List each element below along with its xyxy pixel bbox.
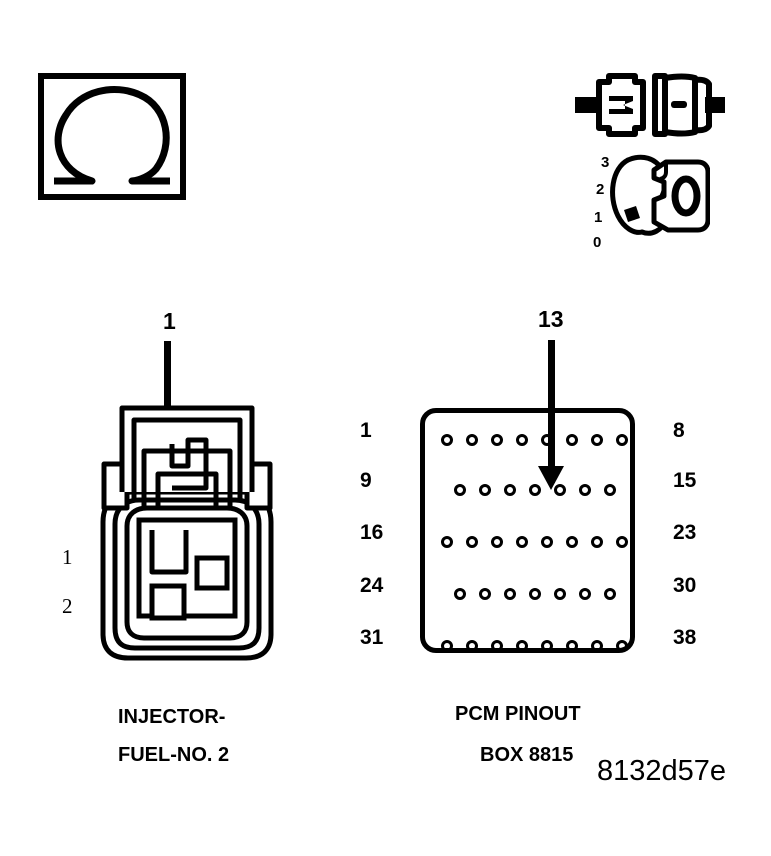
ohmmeter-symbol-box: [38, 73, 186, 200]
pcm-pin-21[interactable]: [566, 536, 578, 548]
pcm-pin-28[interactable]: [554, 588, 566, 600]
pcm-pin-5[interactable]: [541, 434, 553, 446]
pcm-row-label-right-15: 15: [673, 469, 697, 492]
pcm-pin-19[interactable]: [516, 536, 528, 548]
pcm-pin-12[interactable]: [529, 484, 541, 496]
pcm-pin-16[interactable]: [441, 536, 453, 548]
injector-arrow-label: 1: [163, 308, 176, 334]
pcm-pin-3[interactable]: [491, 434, 503, 446]
pcm-arrow-label: 13: [538, 306, 564, 332]
ignition-position-1: 1: [594, 209, 603, 226]
pcm-pin-2[interactable]: [466, 434, 478, 446]
pcm-pin-32[interactable]: [466, 640, 478, 652]
pcm-pin-14[interactable]: [579, 484, 591, 496]
pcm-caption-line1: PCM PINOUT: [455, 703, 581, 725]
ignition-position-0: 0: [593, 234, 602, 251]
ohm-icon: [54, 85, 170, 185]
pcm-pin-35[interactable]: [541, 640, 553, 652]
pcm-row-label-right-38: 38: [673, 626, 697, 649]
pcm-row-label-left-24: 24: [360, 574, 384, 597]
injector-pin-label-2: 2: [62, 594, 73, 618]
pcm-pin-6[interactable]: [566, 434, 578, 446]
pcm-pin-8[interactable]: [616, 434, 628, 446]
pcm-pin-31[interactable]: [441, 640, 453, 652]
pcm-pinout-box: [420, 408, 635, 653]
ignition-position-2: 2: [596, 181, 605, 198]
ignition-switch-icon: [598, 148, 711, 253]
pcm-pin-9[interactable]: [454, 484, 466, 496]
pcm-pin-37[interactable]: [591, 640, 603, 652]
pcm-row-label-left-31: 31: [360, 626, 384, 649]
pcm-pin-30[interactable]: [604, 588, 616, 600]
connector-disconnect-icon: [575, 68, 725, 145]
pcm-pin-33[interactable]: [491, 640, 503, 652]
pcm-pin-1[interactable]: [441, 434, 453, 446]
pcm-row-label-left-16: 16: [360, 521, 384, 544]
pcm-pin-11[interactable]: [504, 484, 516, 496]
pcm-pin-36[interactable]: [566, 640, 578, 652]
pcm-pin-15[interactable]: [604, 484, 616, 496]
pcm-caption-line2: BOX 8815: [480, 744, 574, 766]
injector-caption-line2: FUEL-NO. 2: [118, 744, 230, 766]
pcm-pin-26[interactable]: [504, 588, 516, 600]
ignition-position-3: 3: [601, 154, 610, 171]
pcm-pin-23[interactable]: [616, 536, 628, 548]
pcm-pin-7[interactable]: [591, 434, 603, 446]
pcm-pin-22[interactable]: [591, 536, 603, 548]
pcm-pin-25[interactable]: [479, 588, 491, 600]
pcm-pin-20[interactable]: [541, 536, 553, 548]
pcm-row-label-left-9: 9: [360, 469, 372, 492]
pcm-pin-17[interactable]: [466, 536, 478, 548]
pcm-pin-34[interactable]: [516, 640, 528, 652]
pcm-pin-29[interactable]: [579, 588, 591, 600]
injector-connector-drawing: [82, 396, 292, 671]
pcm-pin-13[interactable]: [554, 484, 566, 496]
pcm-pin-4[interactable]: [516, 434, 528, 446]
pcm-pin-27[interactable]: [529, 588, 541, 600]
pcm-pin-38[interactable]: [616, 640, 628, 652]
pcm-row-label-right-30: 30: [673, 574, 697, 597]
pcm-row-label-right-23: 23: [673, 521, 697, 544]
figure-code: 8132d57e: [597, 755, 727, 787]
pcm-row-label-left-1: 1: [360, 419, 372, 442]
injector-pin-label-1: 1: [62, 545, 73, 569]
pcm-pin-24[interactable]: [454, 588, 466, 600]
pcm-pin-10[interactable]: [479, 484, 491, 496]
pcm-row-label-right-8: 8: [673, 419, 685, 442]
pcm-pin-18[interactable]: [491, 536, 503, 548]
injector-caption-line1: INJECTOR-: [118, 706, 226, 728]
